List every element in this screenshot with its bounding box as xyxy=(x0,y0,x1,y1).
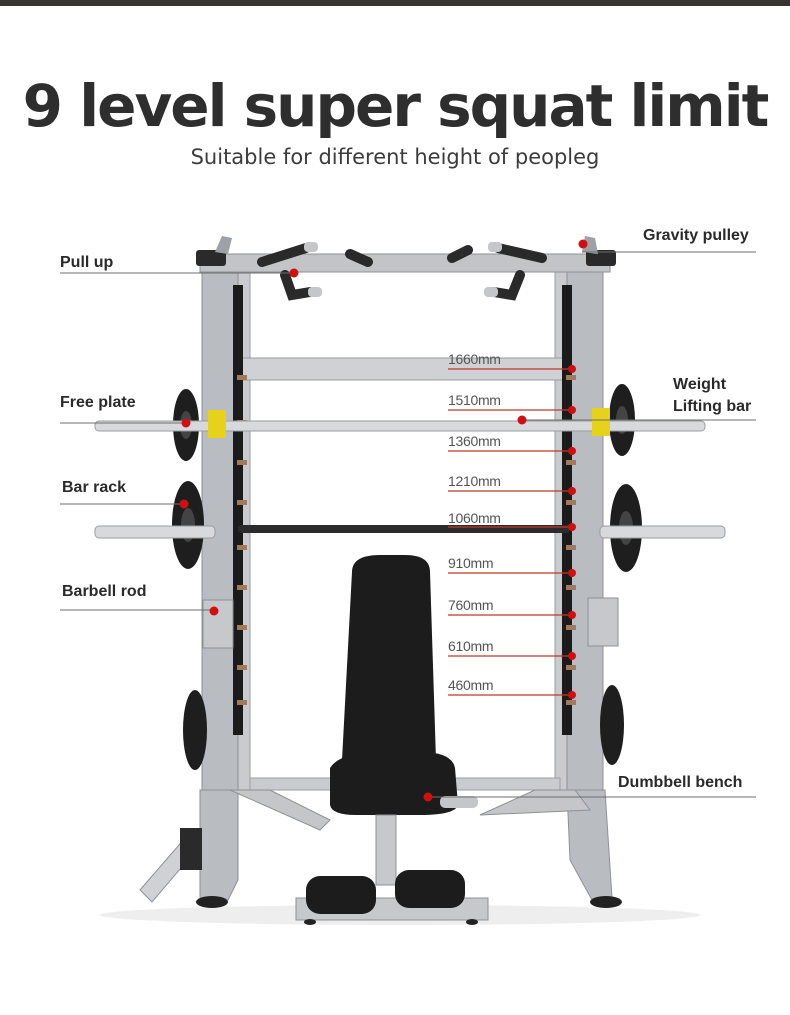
callout-barbell-rod: Barbell rod xyxy=(62,583,147,600)
height-level-label: 910mm xyxy=(448,555,494,571)
callout-gravity-pulley: Gravity pulley xyxy=(643,227,749,244)
callout-dumbbell-bench: Dumbbell bench xyxy=(618,774,743,791)
callout-bar-rack: Bar rack xyxy=(62,479,127,496)
callout-lifting-bar: Lifting bar xyxy=(673,398,752,415)
height-level-label: 610mm xyxy=(448,638,494,654)
callout-weight: Weight xyxy=(673,376,727,393)
height-level-label: 1210mm xyxy=(448,473,501,489)
page-title: 9 level super squat limit xyxy=(22,72,770,140)
height-level-label: 460mm xyxy=(448,677,494,693)
height-level-label: 1060mm xyxy=(448,510,501,526)
top-bar xyxy=(0,0,790,6)
height-level-label: 1660mm xyxy=(448,351,501,367)
callout-free-plate: Free plate xyxy=(60,394,136,411)
height-level-label: 760mm xyxy=(448,597,494,613)
page-subtitle: Suitable for different height of peopleg xyxy=(190,145,600,169)
height-level-label: 1360mm xyxy=(448,433,501,449)
height-level-label: 1510mm xyxy=(448,392,501,408)
callout-pull-up: Pull up xyxy=(60,254,114,271)
